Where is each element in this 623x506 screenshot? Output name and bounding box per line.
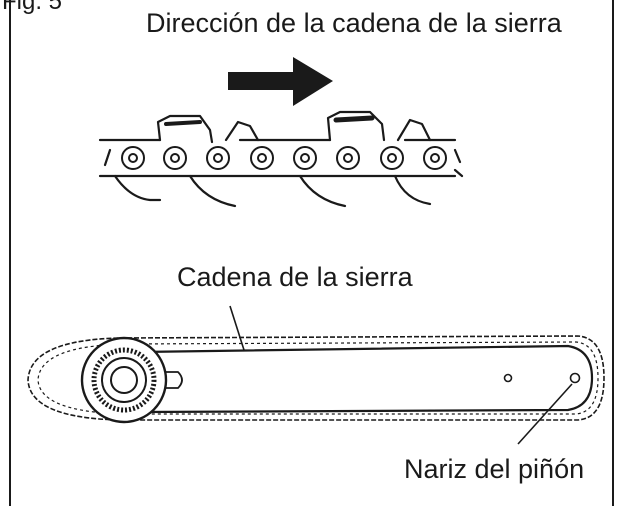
sprocket-nose-caption: Nariz del piñón xyxy=(404,454,585,484)
drive-sprocket xyxy=(80,336,168,424)
direction-arrow-icon xyxy=(228,57,333,106)
saw-bar-assembly xyxy=(27,335,605,424)
saw-chain-outline xyxy=(27,335,605,421)
cutter-tooth-2 xyxy=(326,110,386,142)
depth-gauge-1 xyxy=(224,120,260,142)
guide-bar xyxy=(134,344,594,414)
bar-hole xyxy=(503,373,513,383)
chain-leader-line xyxy=(229,305,245,351)
cutter-tooth-1 xyxy=(156,114,214,144)
chain-closeup xyxy=(98,110,464,208)
chain-rivets xyxy=(121,146,447,170)
depth-gauge-2 xyxy=(396,118,432,142)
nose-leader-line xyxy=(517,383,573,445)
bar-slot xyxy=(160,371,183,389)
drive-links xyxy=(113,168,464,208)
direction-caption: Dirección de la cadena de la sierra xyxy=(146,8,562,38)
frame-left-border xyxy=(9,0,11,506)
saw-chain-caption: Cadena de la sierra xyxy=(177,262,413,292)
frame-right-border xyxy=(612,0,614,506)
sprocket-nose-rivet xyxy=(569,372,581,384)
figure-number: Fig. 5 xyxy=(2,0,63,15)
